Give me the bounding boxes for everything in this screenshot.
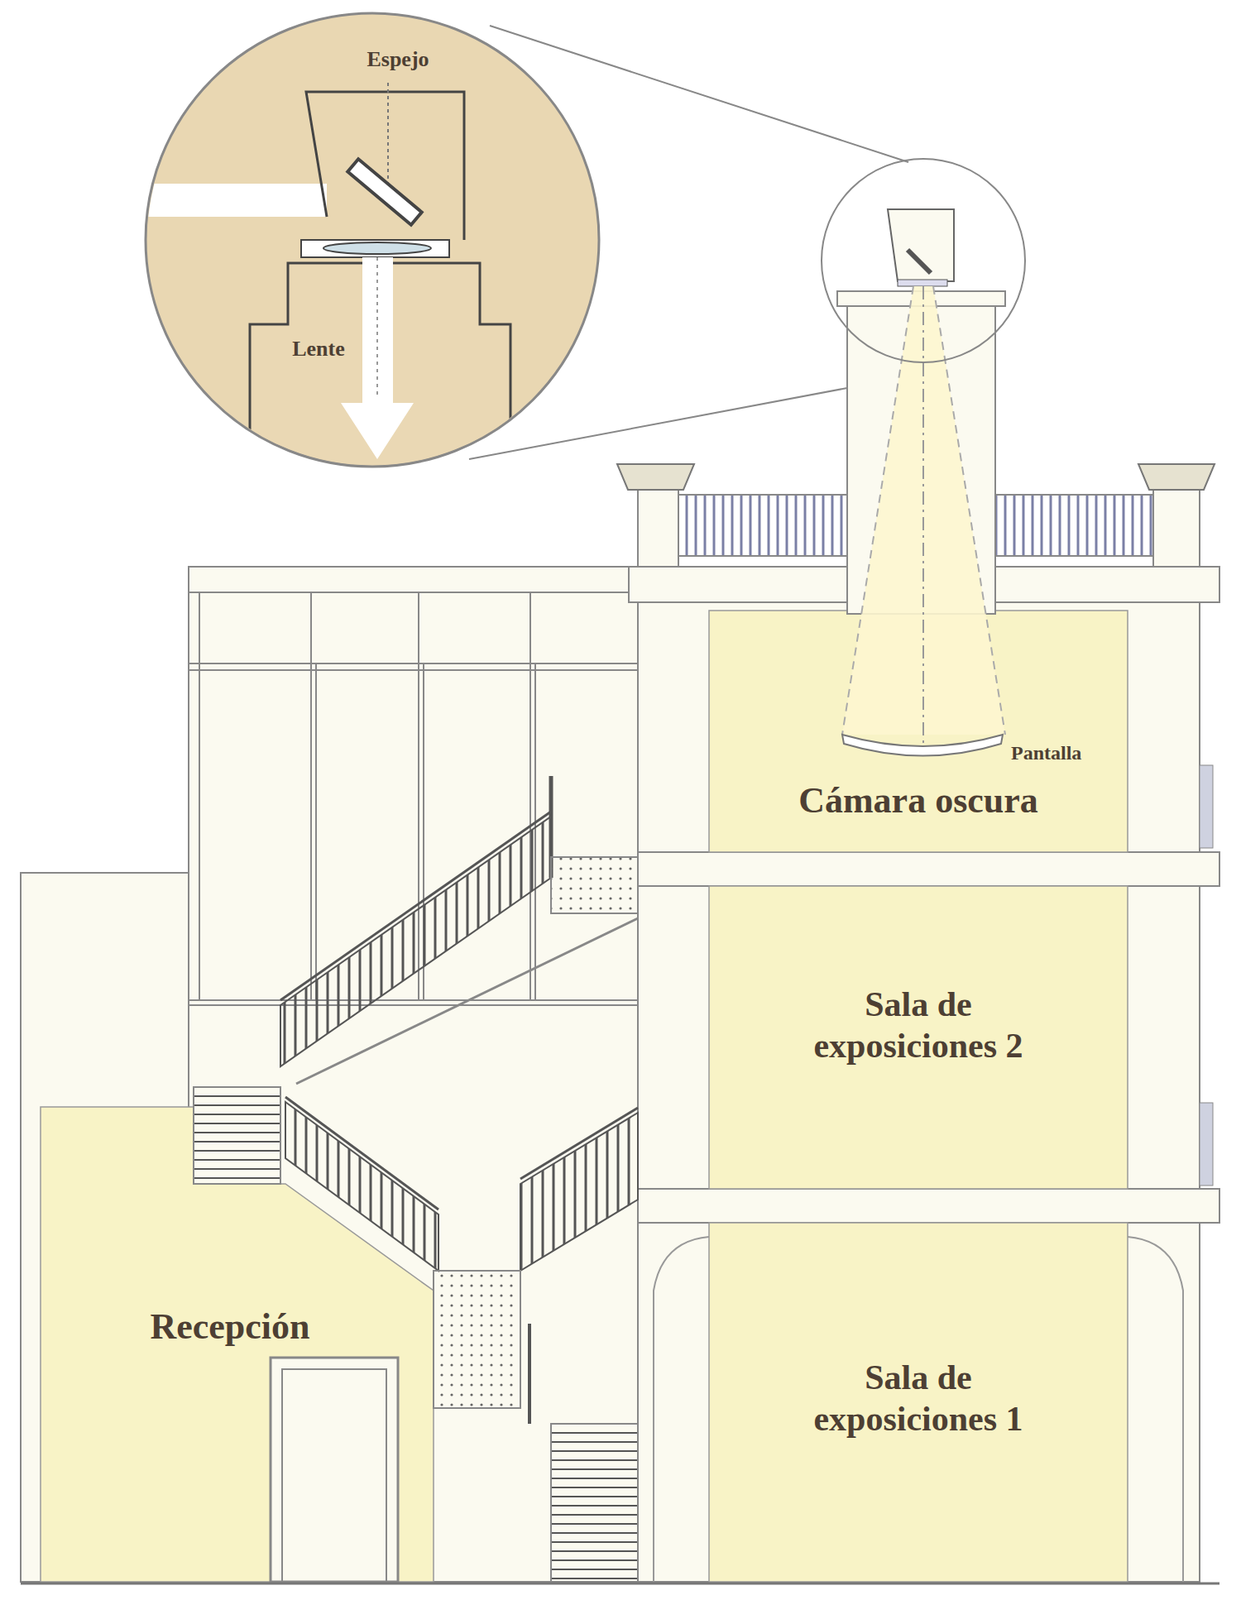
- detail-circle: [821, 158, 1026, 363]
- mullion: [310, 592, 312, 1001]
- stair-flight: [285, 1102, 439, 1271]
- transom: [188, 999, 638, 1002]
- light-beam: [140, 183, 327, 217]
- lens: [323, 242, 432, 254]
- lens: [897, 279, 948, 287]
- room: Cámara oscura: [709, 610, 1128, 853]
- magnifier-circle: [145, 13, 599, 467]
- room-label: Cámara oscura: [719, 779, 1117, 824]
- stairs: [551, 1423, 638, 1582]
- arch: [653, 1236, 710, 1582]
- room-label: Sala de exposiciones 2: [769, 983, 1068, 1068]
- cone-edge: [933, 286, 1006, 735]
- axis-line: [376, 257, 379, 398]
- mirror: [907, 249, 931, 274]
- room: Sala de exposiciones 1: [709, 1222, 1128, 1582]
- mullion: [315, 663, 317, 1001]
- cone-edge: [842, 286, 914, 735]
- label-anchor: Lente: [292, 337, 345, 362]
- mirror-housing: [306, 91, 465, 240]
- transom: [188, 669, 638, 671]
- mirror: [347, 158, 422, 226]
- transom: [188, 662, 638, 665]
- door-frame: [282, 1369, 387, 1582]
- landing: [433, 1270, 521, 1409]
- axis-line: [922, 286, 925, 745]
- label-anchor: Espejo: [366, 47, 429, 72]
- stair-flight: [280, 816, 552, 1067]
- mullion: [198, 592, 201, 1001]
- light-arrow: [340, 257, 414, 460]
- label-anchor: Pantalla: [1011, 742, 1082, 764]
- floor-slab: [637, 1188, 1220, 1223]
- axis-line: [387, 82, 389, 184]
- room-label: Recepción: [105, 1305, 355, 1350]
- stair-flight: [520, 1112, 638, 1271]
- stairs: [193, 1087, 281, 1184]
- window: [1199, 1102, 1213, 1186]
- door: [270, 1357, 398, 1582]
- urn: [617, 464, 695, 490]
- stringer: [296, 918, 638, 1084]
- post: [637, 489, 679, 567]
- part-label: Espejo: [366, 47, 429, 72]
- ground-line: [20, 1582, 1220, 1586]
- magnified-detail: [140, 82, 511, 472]
- handrail: [285, 1097, 439, 1210]
- urn: [1138, 464, 1215, 490]
- window: [1199, 765, 1213, 849]
- landing: [551, 857, 638, 914]
- room-label: Sala de exposiciones 1: [769, 1356, 1068, 1441]
- arch: [1127, 1236, 1184, 1582]
- lens-mount: [301, 239, 450, 258]
- mirror-housing: [887, 209, 954, 282]
- floor-slab: [637, 852, 1220, 887]
- handrail: [280, 811, 552, 1001]
- newel-post: [527, 1323, 532, 1424]
- post: [1153, 489, 1200, 567]
- transom: [188, 591, 638, 594]
- screen: [842, 734, 1003, 757]
- room: Recepción: [40, 1106, 434, 1582]
- part-label: Lente: [292, 336, 345, 361]
- room: Sala de exposiciones 2: [709, 886, 1128, 1189]
- handrail: [520, 1107, 638, 1179]
- mullion: [529, 592, 532, 1001]
- part-label: Pantalla: [1011, 742, 1082, 764]
- room-fill: [709, 1222, 1128, 1582]
- room-fill: [709, 886, 1128, 1189]
